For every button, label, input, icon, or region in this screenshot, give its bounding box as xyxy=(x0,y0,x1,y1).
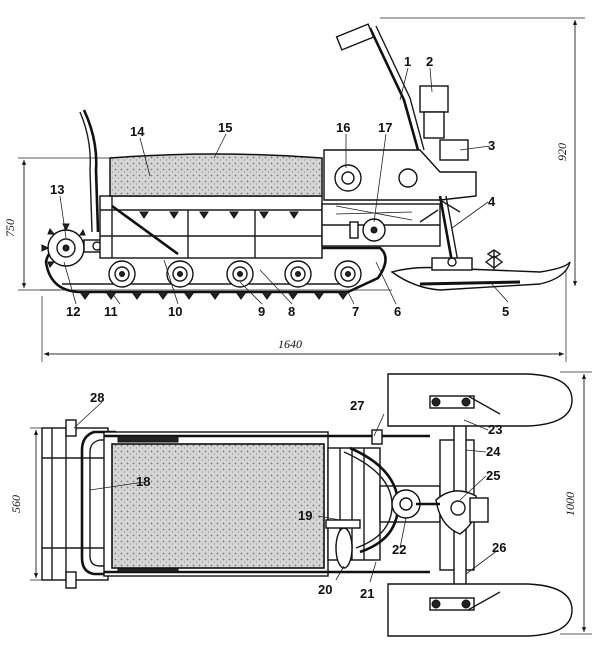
callout-9: 9 xyxy=(258,304,265,319)
callout-13: 13 xyxy=(50,182,64,197)
top-leader-lines xyxy=(73,401,499,583)
dimension-width-560: 560 xyxy=(9,427,60,581)
callout-2: 2 xyxy=(426,54,433,69)
callout-28: 28 xyxy=(90,390,104,405)
callout-24: 24 xyxy=(486,444,501,459)
side-callouts: 1 2 3 4 5 6 7 8 9 10 11 12 13 14 15 16 1… xyxy=(50,54,509,319)
dimension-height-750: 750 xyxy=(3,157,110,291)
backrest-tube xyxy=(82,109,100,233)
callout-15: 15 xyxy=(218,120,232,135)
dimension-920-label: 920 xyxy=(555,143,569,161)
top-callouts: 18 19 20 21 22 23 24 25 26 27 28 xyxy=(90,390,506,601)
front-ski xyxy=(390,249,571,291)
engine-housing xyxy=(323,149,477,242)
front-ski-lower xyxy=(387,583,573,637)
backrest-tube-top xyxy=(80,430,116,576)
seat-top xyxy=(111,443,325,569)
road-wheel xyxy=(334,260,362,288)
side-view: 1640 750 920 xyxy=(3,17,585,362)
callout-21: 21 xyxy=(360,586,374,601)
callout-6: 6 xyxy=(394,304,401,319)
callout-16: 16 xyxy=(336,120,350,135)
callout-11: 11 xyxy=(104,304,118,319)
callout-4: 4 xyxy=(488,194,496,209)
road-wheels xyxy=(108,260,362,288)
seat xyxy=(109,153,323,197)
dimension-overall-length: 1640 xyxy=(41,268,567,362)
road-wheel xyxy=(284,260,312,288)
callout-23: 23 xyxy=(488,422,502,437)
front-ski-upper xyxy=(387,373,573,427)
callout-7: 7 xyxy=(352,304,359,319)
dimension-height-920: 920 xyxy=(380,17,585,286)
callout-25: 25 xyxy=(486,468,500,483)
callout-19: 19 xyxy=(298,508,312,523)
callout-12: 12 xyxy=(66,304,80,319)
drive-sprocket xyxy=(41,223,103,268)
callout-17: 17 xyxy=(378,120,392,135)
road-wheel xyxy=(108,260,136,288)
front-axle-assembly xyxy=(416,381,489,629)
steering-column xyxy=(335,23,469,263)
transmission-area xyxy=(325,429,441,569)
callout-5: 5 xyxy=(502,304,509,319)
callout-27: 27 xyxy=(350,398,364,413)
dimension-750-label: 750 xyxy=(3,219,17,237)
dimension-1000-label: 1000 xyxy=(563,492,577,516)
callout-8: 8 xyxy=(288,304,295,319)
frame xyxy=(99,195,441,259)
road-wheel xyxy=(166,260,194,288)
dimension-1640-label: 1640 xyxy=(278,337,302,351)
callout-20: 20 xyxy=(318,582,332,597)
callout-3: 3 xyxy=(488,138,495,153)
dimension-560-label: 560 xyxy=(9,495,23,513)
callout-14: 14 xyxy=(130,124,145,139)
side-leader-lines xyxy=(59,67,509,305)
road-wheel xyxy=(226,260,254,288)
callout-18: 18 xyxy=(136,474,150,489)
callout-26: 26 xyxy=(492,540,506,555)
callout-10: 10 xyxy=(168,304,182,319)
callout-22: 22 xyxy=(392,542,406,557)
dimension-width-1000: 1000 xyxy=(560,371,592,635)
rear-frame xyxy=(41,419,109,589)
callout-1: 1 xyxy=(404,54,411,69)
top-view: 560 1000 xyxy=(9,371,592,637)
